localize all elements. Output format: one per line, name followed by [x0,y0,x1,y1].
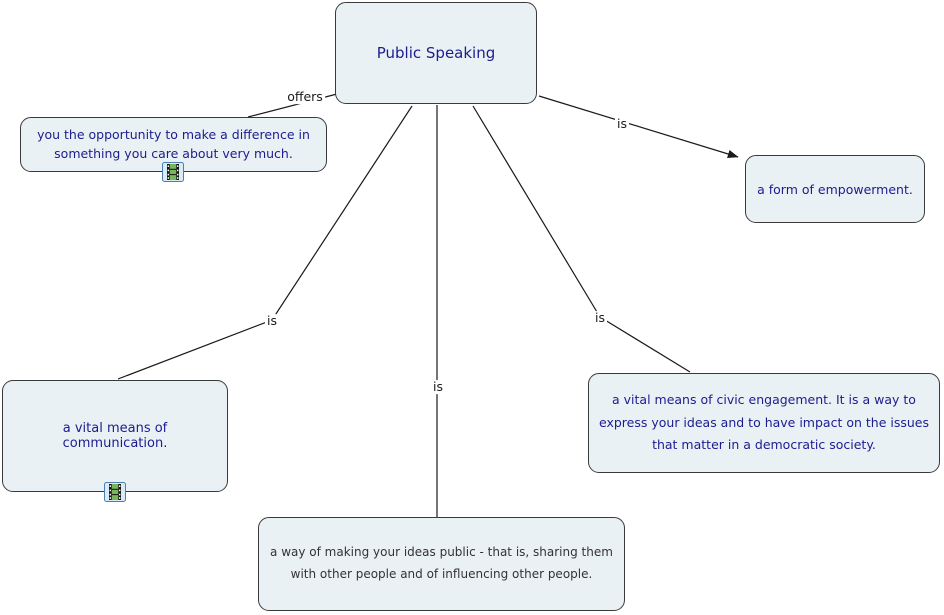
link-label-is-communication[interactable]: is [265,313,279,329]
link-label-is-empowerment[interactable]: is [615,116,629,132]
node-public-speaking-text: Public Speaking [376,44,496,62]
node-communication[interactable]: a vital means of communication. [2,380,228,492]
link-label-is-ideas[interactable]: is [431,379,445,395]
node-ideas-public-text: a way of making your ideas public - that… [270,545,613,581]
node-civic-text: a vital means of civic engagement. It is… [599,392,929,453]
node-public-speaking[interactable]: Public Speaking [335,2,537,104]
node-ideas-public[interactable]: a way of making your ideas public - that… [258,517,625,611]
node-communication-text: a vital means of communication. [62,421,168,451]
video-resource-icon[interactable] [104,482,126,502]
node-civic[interactable]: a vital means of civic engagement. It is… [588,373,940,473]
link-label-offers[interactable]: offers [285,89,325,105]
node-opportunity[interactable]: you the opportunity to make a difference… [20,117,327,172]
node-empowerment-text: a form of empowerment. [757,181,913,197]
link-line-is-civic [472,105,691,373]
node-empowerment[interactable]: a form of empowerment. [745,155,925,223]
link-line-is-empowerment [538,95,739,159]
node-opportunity-text: you the opportunity to make a difference… [37,126,310,161]
link-label-is-civic[interactable]: is [593,310,607,326]
video-resource-icon[interactable] [162,162,184,182]
